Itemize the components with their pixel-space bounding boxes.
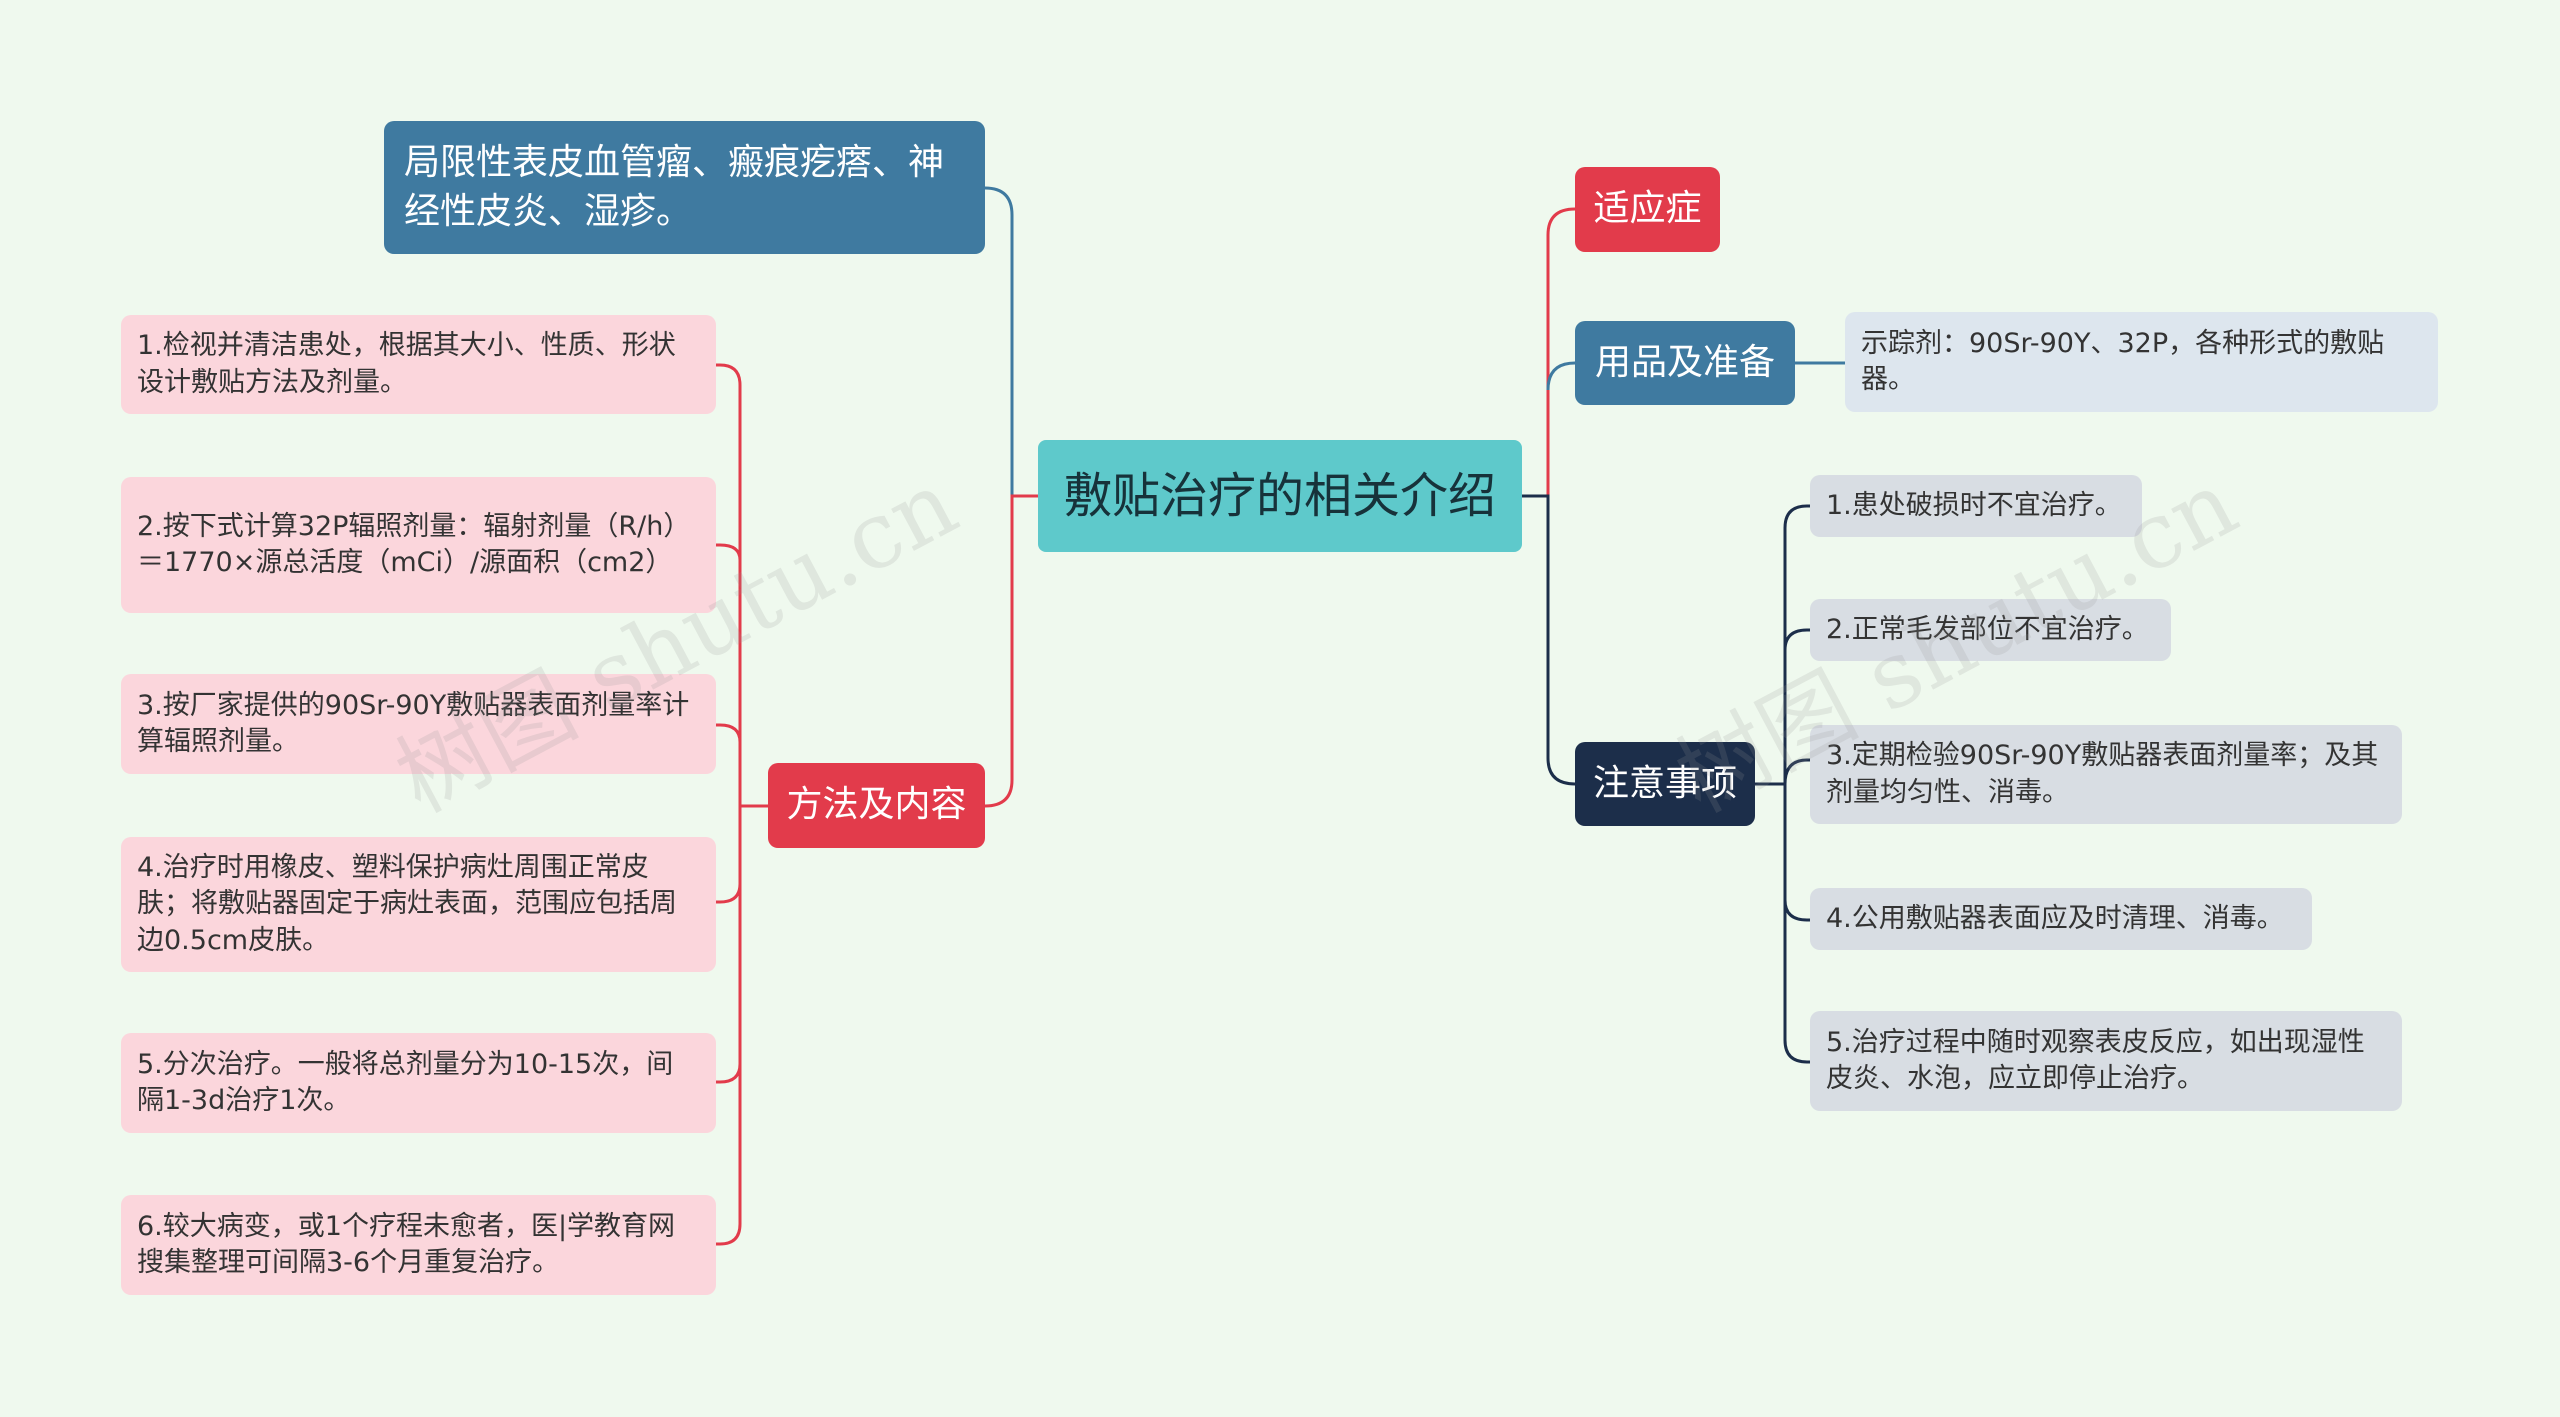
note-item-1[interactable]: 1.患处破损时不宜治疗。 — [1810, 475, 2142, 537]
method-item-5[interactable]: 5.分次治疗。一般将总剂量分为10-15次，间隔1-3d治疗1次。 — [121, 1033, 716, 1133]
note-item-5[interactable]: 5.治疗过程中随时观察表皮反应，如出现湿性皮炎、水泡，应立即停止治疗。 — [1810, 1011, 2402, 1111]
method-item-1[interactable]: 1.检视并清洁患处，根据其大小、性质、形状设计敷贴方法及剂量。 — [121, 315, 716, 414]
note-item-4-text: 4.公用敷贴器表面应及时清理、消毒。 — [1826, 902, 2284, 934]
method-item-5-text: 5.分次治疗。一般将总剂量分为10-15次，间隔1-3d治疗1次。 — [137, 1048, 674, 1116]
connector-center-notes — [1522, 494, 1576, 786]
method-item-2-text: 2.按下式计算32P辐照剂量：辐射剂量（R/h）＝1770×源总活度（mCi）/… — [137, 510, 691, 578]
connector-methods-trunk — [716, 363, 768, 808]
connector-methods-item-4 — [716, 883, 742, 904]
notes-topic-label: 注意事项 — [1592, 762, 1737, 804]
method-item-3-text: 3.按厂家提供的90Sr-90Y敷贴器表面剂量率计算辐照剂量。 — [137, 689, 690, 757]
supplies-topic[interactable]: 用品及准备 — [1575, 321, 1795, 405]
connector-notes-item-4 — [1783, 899, 1810, 922]
method-item-4-text: 4.治疗时用橡皮、塑料保护病灶周围正常皮肤；将敷贴器固定于病灶表面，范围应包括周… — [137, 851, 677, 956]
note-item-3-text: 3.定期检验90Sr-90Y敷贴器表面剂量率；及其剂量均匀性、消毒。 — [1826, 740, 2379, 808]
top-left-topic-label: 局限性表皮血管瘤、瘢痕疙瘩、神经性皮炎、湿疹。 — [404, 141, 945, 232]
method-item-6-text: 6.较大病变，或1个疗程未愈者，医|学教育网搜集整理可间隔3-6个月重复治疗。 — [137, 1210, 676, 1278]
supplies-topic-label: 用品及准备 — [1594, 341, 1775, 383]
connector-center-top-node — [984, 186, 1038, 498]
connector-methods-item-5 — [716, 1063, 742, 1084]
notes-topic[interactable]: 注意事项 — [1575, 742, 1755, 826]
connector-notes-item-2 — [1783, 628, 1810, 651]
indications-topic-label: 适应症 — [1593, 188, 1702, 230]
note-item-5-text: 5.治疗过程中随时观察表皮反应，如出现湿性皮炎、水泡，应立即停止治疗。 — [1826, 1026, 2365, 1094]
supplies-detail[interactable]: 示踪剂：90Sr-90Y、32P，各种形式的敷贴器。 — [1845, 312, 2438, 412]
connector-notes-trunk — [1755, 504, 1810, 786]
note-item-2[interactable]: 2.正常毛发部位不宜治疗。 — [1810, 599, 2171, 661]
connector-center-indications — [1522, 207, 1576, 498]
method-item-1-text: 1.检视并清洁患处，根据其大小、性质、形状设计敷贴方法及剂量。 — [137, 330, 676, 398]
connector-methods-item-3 — [716, 723, 742, 743]
top-left-topic[interactable]: 局限性表皮血管瘤、瘢痕疙瘩、神经性皮炎、湿疹。 — [384, 121, 985, 254]
connector-center-supplies — [1546, 361, 1576, 391]
connector-notes-item-3 — [1783, 758, 1810, 785]
indications-topic[interactable]: 适应症 — [1575, 167, 1720, 252]
note-item-1-text: 1.患处破损时不宜治疗。 — [1826, 489, 2122, 521]
methods-topic-label: 方法及内容 — [786, 784, 967, 826]
methods-topic[interactable]: 方法及内容 — [768, 763, 985, 848]
supplies-detail-text: 示踪剂：90Sr-90Y、32P，各种形式的敷贴器。 — [1861, 327, 2385, 395]
connector-center-methods — [984, 494, 1038, 808]
method-item-4[interactable]: 4.治疗时用橡皮、塑料保护病灶周围正常皮肤；将敷贴器固定于病灶表面，范围应包括周… — [121, 837, 716, 972]
connector-methods-bottom — [716, 806, 742, 1246]
note-item-3[interactable]: 3.定期检验90Sr-90Y敷贴器表面剂量率；及其剂量均匀性、消毒。 — [1810, 725, 2402, 824]
method-item-2[interactable]: 2.按下式计算32P辐照剂量：辐射剂量（R/h）＝1770×源总活度（mCi）/… — [121, 477, 716, 613]
method-item-6[interactable]: 6.较大病变，或1个疗程未愈者，医|学教育网搜集整理可间隔3-6个月重复治疗。 — [121, 1195, 716, 1295]
method-item-3[interactable]: 3.按厂家提供的90Sr-90Y敷贴器表面剂量率计算辐照剂量。 — [121, 674, 716, 774]
note-item-4[interactable]: 4.公用敷贴器表面应及时清理、消毒。 — [1810, 888, 2312, 950]
connector-methods-item-2 — [716, 543, 742, 561]
central-topic[interactable]: 敷贴治疗的相关介绍 — [1038, 440, 1522, 552]
central-topic-label: 敷贴治疗的相关介绍 — [1063, 467, 1496, 524]
note-item-2-text: 2.正常毛发部位不宜治疗。 — [1826, 613, 2149, 645]
connector-notes-bottom — [1783, 784, 1810, 1064]
